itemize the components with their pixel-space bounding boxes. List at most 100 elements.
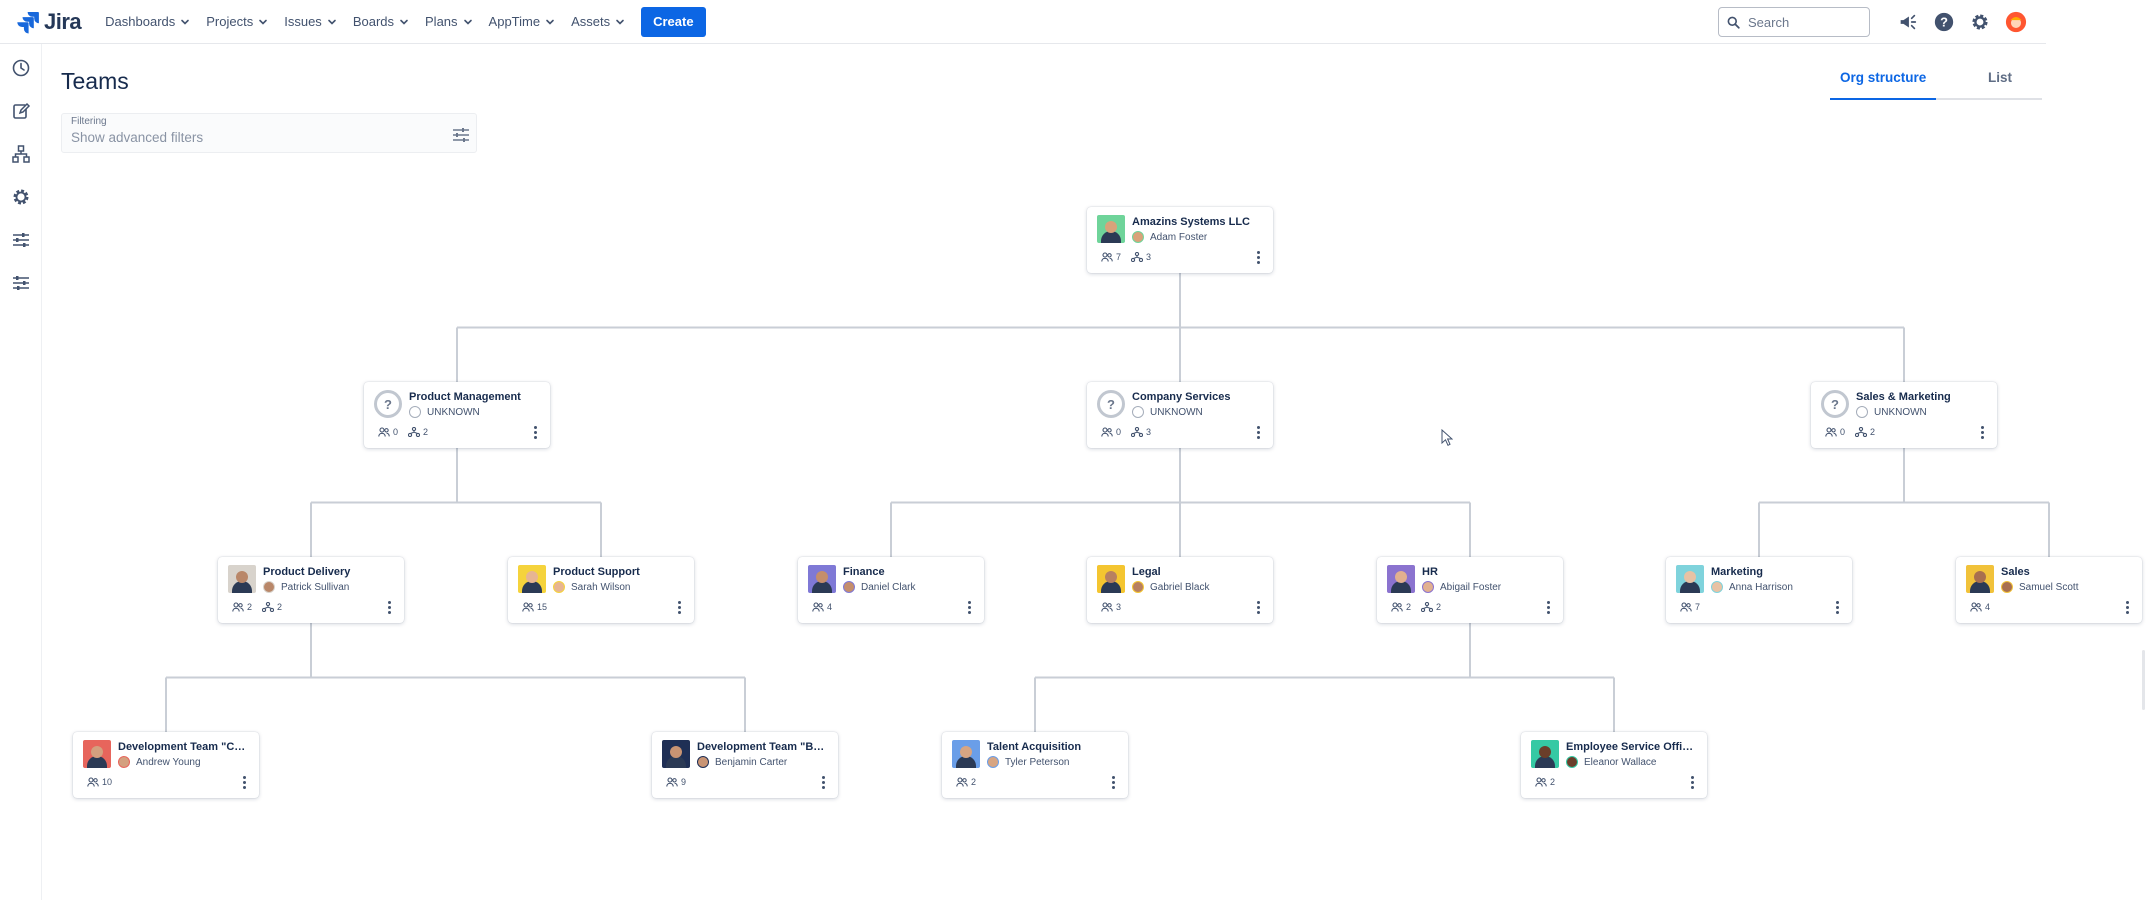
- unknown-team-avatar: ?: [1097, 390, 1125, 418]
- team-name[interactable]: Marketing: [1711, 566, 1763, 578]
- unknown-team-avatar: ?: [1821, 390, 1849, 418]
- profile-avatar[interactable]: [2004, 10, 2028, 34]
- nav-apptime[interactable]: AppTime: [489, 14, 556, 29]
- team-name[interactable]: Product Management: [409, 391, 521, 403]
- team-stats: 4: [1970, 602, 2000, 612]
- team-name[interactable]: Development Team "Cherr...: [118, 741, 246, 753]
- members-icon: [1825, 427, 1837, 437]
- edit-icon[interactable]: [11, 101, 31, 121]
- megaphone-icon[interactable]: [1896, 10, 1920, 34]
- team-name[interactable]: Product Support: [553, 566, 640, 578]
- team-name[interactable]: Finance: [843, 566, 885, 578]
- member-count-value: 4: [827, 602, 833, 612]
- member-count-value: 2: [1406, 602, 1412, 612]
- team-name[interactable]: Sales & Marketing: [1856, 391, 1951, 403]
- members-icon: [87, 777, 99, 787]
- nav-label: Assets: [571, 14, 611, 29]
- nav-label: Plans: [425, 14, 458, 29]
- more-actions-icon[interactable]: [675, 599, 683, 615]
- team-name[interactable]: Amazins Systems LLC: [1132, 216, 1250, 228]
- more-actions-icon[interactable]: [1688, 774, 1696, 790]
- more-actions-icon[interactable]: [240, 774, 248, 790]
- lead-avatar: [553, 581, 565, 593]
- more-actions-icon[interactable]: [1254, 599, 1262, 615]
- team-lead-name: Sarah Wilson: [571, 581, 631, 593]
- nav-issues[interactable]: Issues: [284, 14, 337, 29]
- member-count: 2: [232, 602, 252, 612]
- lead-avatar: [2001, 581, 2013, 593]
- more-actions-icon[interactable]: [385, 599, 393, 615]
- sliders-icon[interactable]: [11, 230, 31, 250]
- subteam-count: 2: [408, 427, 428, 437]
- more-actions-icon[interactable]: [1109, 774, 1117, 790]
- filter-settings-icon[interactable]: [452, 127, 470, 143]
- team-card[interactable]: Development Team "Cherr... Andrew Young 10: [73, 732, 259, 798]
- member-count: 9: [666, 777, 686, 787]
- more-actions-icon[interactable]: [1254, 424, 1262, 440]
- advanced-filter-field[interactable]: Filtering Show advanced filters: [61, 113, 477, 153]
- jira-logo[interactable]: Jira: [16, 9, 82, 35]
- member-count-value: 3: [1116, 602, 1122, 612]
- nav-assets[interactable]: Assets: [571, 14, 625, 29]
- page-title: Teams: [61, 68, 129, 94]
- subteam-count: 2: [1421, 602, 1441, 612]
- search-field[interactable]: [1718, 7, 1870, 37]
- more-actions-icon[interactable]: [1254, 249, 1262, 265]
- clock-icon[interactable]: [11, 58, 31, 78]
- member-count-value: 10: [102, 777, 113, 787]
- help-icon[interactable]: ?: [1932, 10, 1956, 34]
- more-actions-icon[interactable]: [2123, 599, 2131, 615]
- nav-dashboards[interactable]: Dashboards: [105, 14, 190, 29]
- create-button[interactable]: Create: [641, 6, 706, 37]
- team-name[interactable]: Legal: [1132, 566, 1161, 578]
- nav-boards[interactable]: Boards: [353, 14, 409, 29]
- more-actions-icon[interactable]: [1978, 424, 1986, 440]
- team-name[interactable]: Sales: [2001, 566, 2030, 578]
- search-input[interactable]: [1748, 14, 1858, 30]
- team-lead: Andrew Young: [118, 756, 201, 768]
- team-lead-name: Samuel Scott: [2019, 581, 2079, 593]
- more-actions-icon[interactable]: [1833, 599, 1841, 615]
- team-stats: 2: [1535, 777, 1565, 787]
- nav-projects[interactable]: Projects: [206, 14, 268, 29]
- sliders-icon[interactable]: [11, 273, 31, 293]
- member-count: 2: [1535, 777, 1555, 787]
- members-icon: [232, 602, 244, 612]
- more-actions-icon[interactable]: [965, 599, 973, 615]
- gear-icon[interactable]: [11, 187, 31, 207]
- team-name[interactable]: Product Delivery: [263, 566, 351, 578]
- nav-plans[interactable]: Plans: [425, 14, 473, 29]
- member-count: 7: [1101, 252, 1121, 262]
- team-name[interactable]: Employee Service Office: [1566, 741, 1694, 753]
- scrollbar[interactable]: [2142, 650, 2145, 710]
- team-name[interactable]: Talent Acquisition: [987, 741, 1082, 753]
- hierarchy-icon[interactable]: [11, 144, 31, 164]
- settings-icon[interactable]: [1968, 10, 1992, 34]
- team-name[interactable]: Development Team "Berri...: [697, 741, 825, 753]
- more-actions-icon[interactable]: [531, 424, 539, 440]
- tab-list[interactable]: List: [1988, 70, 2013, 85]
- team-card[interactable]: Development Team "Berri...Benjamin Carte…: [652, 732, 838, 798]
- team-avatar: [662, 740, 690, 768]
- team-name[interactable]: HR: [1422, 566, 1438, 578]
- filter-label: Filtering: [71, 116, 107, 127]
- tab-org-structure[interactable]: Org structure: [1840, 70, 1927, 85]
- more-actions-icon[interactable]: [1544, 599, 1552, 615]
- more-actions-icon[interactable]: [819, 774, 827, 790]
- lead-avatar: [1566, 756, 1578, 768]
- team-name[interactable]: Company Services: [1132, 391, 1231, 403]
